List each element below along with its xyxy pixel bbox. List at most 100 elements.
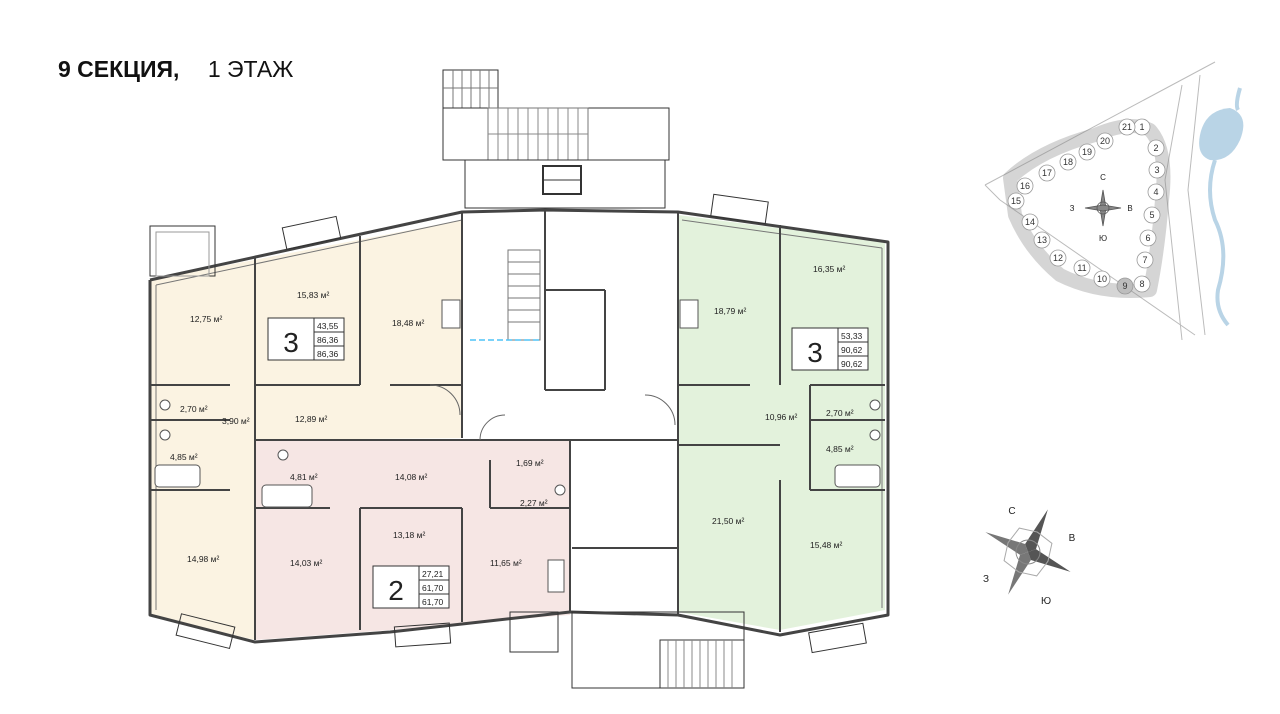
site-section-badge	[1016, 177, 1034, 195]
page-title: 9 СЕКЦИЯ, 1 ЭТАЖ	[58, 56, 293, 83]
site-section-number: 21	[1122, 122, 1132, 132]
room-area: 4,85 м²	[826, 444, 854, 454]
site-section-number: 11	[1077, 263, 1086, 273]
site-section-number: 1	[1139, 122, 1144, 132]
compass-large-s: Ю	[1041, 596, 1051, 607]
apartment-area: 86,36	[317, 335, 339, 345]
room-area: 18,48 м²	[392, 318, 424, 328]
core-stairs	[470, 249, 541, 341]
room-area: 14,08 м²	[395, 472, 427, 482]
apartment-right-fill	[678, 215, 885, 630]
apartment-area: 90,62	[841, 359, 863, 369]
site-section-number: 15	[1011, 196, 1021, 206]
room-labels-left: 12,75 м² 15,83 м² 18,48 м² 2,70 м² 3,90 …	[170, 290, 424, 564]
room-area: 11,65 м²	[490, 558, 522, 568]
site-section-number: 18	[1063, 157, 1073, 167]
site-section-number: 16	[1020, 181, 1030, 191]
room-area: 3,90 м²	[222, 416, 250, 426]
apartment-area: 61,70	[422, 597, 444, 607]
site-section-badge	[1139, 229, 1157, 247]
floor-label: 1 ЭТАЖ	[207, 56, 294, 82]
site-section-number: 10	[1097, 274, 1107, 284]
compass-large-w: З	[983, 574, 989, 585]
site-section-badge	[1096, 132, 1114, 150]
room-area: 14,03 м²	[290, 558, 322, 568]
site-compass	[1084, 189, 1122, 227]
room-area: 18,79 м²	[714, 306, 746, 316]
site-section-badge	[1007, 192, 1025, 210]
site-section-number: 13	[1037, 235, 1047, 245]
apartment-middle-fill	[255, 440, 570, 640]
site-section-number: 20	[1100, 136, 1110, 146]
apartment-area: 90,62	[841, 345, 863, 355]
compass-n: С	[1100, 173, 1106, 182]
site-section-number: 2	[1153, 143, 1158, 153]
room-labels-middle: 4,81 м² 14,08 м² 1,69 м² 2,27 м² 13,18 м…	[290, 458, 548, 568]
apartment-area: 53,33	[841, 331, 863, 341]
room-area: 2,70 м²	[180, 404, 208, 414]
site-section-badge	[1136, 251, 1154, 269]
apartment-info-right: 3 53,33 90,62 90,62	[791, 327, 869, 371]
stair-structure-bottom	[571, 611, 745, 689]
site-section-badge	[1133, 275, 1151, 293]
balconies	[149, 193, 867, 654]
room-area: 21,50 м²	[712, 516, 744, 526]
site-section-badge	[1147, 139, 1165, 157]
site-section-badge	[1147, 183, 1165, 201]
apartment-rooms: 3	[807, 337, 823, 368]
room-area: 12,89 м²	[295, 414, 327, 424]
room-area: 4,81 м²	[290, 472, 318, 482]
site-section-number: 3	[1154, 165, 1159, 175]
apartment-area: 86,36	[317, 349, 339, 359]
apartment-area: 27,21	[422, 569, 444, 579]
pond	[1199, 108, 1244, 161]
compass-large-e: В	[1069, 533, 1076, 544]
site-section-badge	[1033, 231, 1051, 249]
compass-s: Ю	[1099, 234, 1107, 243]
compass-e: В	[1127, 204, 1132, 213]
site-section-number: 8	[1139, 279, 1144, 289]
site-section-badge	[1116, 277, 1134, 295]
site-section-badge	[1078, 143, 1096, 161]
site-section-badge	[1038, 164, 1056, 182]
apartment-info-left: 3 43,55 86,36 86,36	[267, 317, 345, 361]
room-area: 4,85 м²	[170, 452, 198, 462]
apartment-info-middle: 2 27,21 61,70 61,70	[372, 565, 450, 609]
section-label: 9 СЕКЦИЯ,	[58, 56, 180, 82]
interior-walls	[150, 210, 885, 640]
apartment-area: 61,70	[422, 583, 444, 593]
site-section-number: 4	[1153, 187, 1158, 197]
site-section-badge	[1148, 161, 1166, 179]
site-section-number: 19	[1082, 147, 1092, 157]
site-section-badge	[1093, 270, 1111, 288]
room-area: 2,70 м²	[826, 408, 854, 418]
site-section-badge	[1073, 259, 1091, 277]
room-labels-right: 18,79 м² 16,35 м² 10,96 м² 2,70 м² 4,85 …	[712, 264, 854, 550]
site-section-number: 12	[1053, 253, 1063, 263]
room-area: 14,98 м²	[187, 554, 219, 564]
site-section-number: 6	[1145, 233, 1150, 243]
room-area: 2,27 м²	[520, 498, 548, 508]
site-section-number: 17	[1042, 168, 1052, 178]
bath-fixtures	[154, 299, 881, 593]
room-area: 16,35 м²	[813, 264, 845, 274]
site-section-number: 14	[1025, 217, 1035, 227]
site-section-number: 5	[1149, 210, 1154, 220]
compass-rose-icon: С В З Ю	[983, 506, 1076, 607]
site-section-badge	[1059, 153, 1077, 171]
site-section-badge	[1143, 206, 1161, 224]
site-section-number: 9	[1122, 281, 1127, 291]
stair-structure-top	[442, 69, 670, 209]
site-building-ring	[1003, 119, 1171, 298]
compass-large-n: С	[1008, 506, 1015, 517]
apartment-rooms: 3	[283, 327, 299, 358]
room-area: 13,18 м²	[393, 530, 425, 540]
apartment-fills	[150, 215, 885, 640]
site-section-badge	[1021, 213, 1039, 231]
compass-w: З	[1070, 204, 1075, 213]
site-section-badge	[1049, 249, 1067, 267]
room-area: 10,96 м²	[765, 412, 797, 422]
